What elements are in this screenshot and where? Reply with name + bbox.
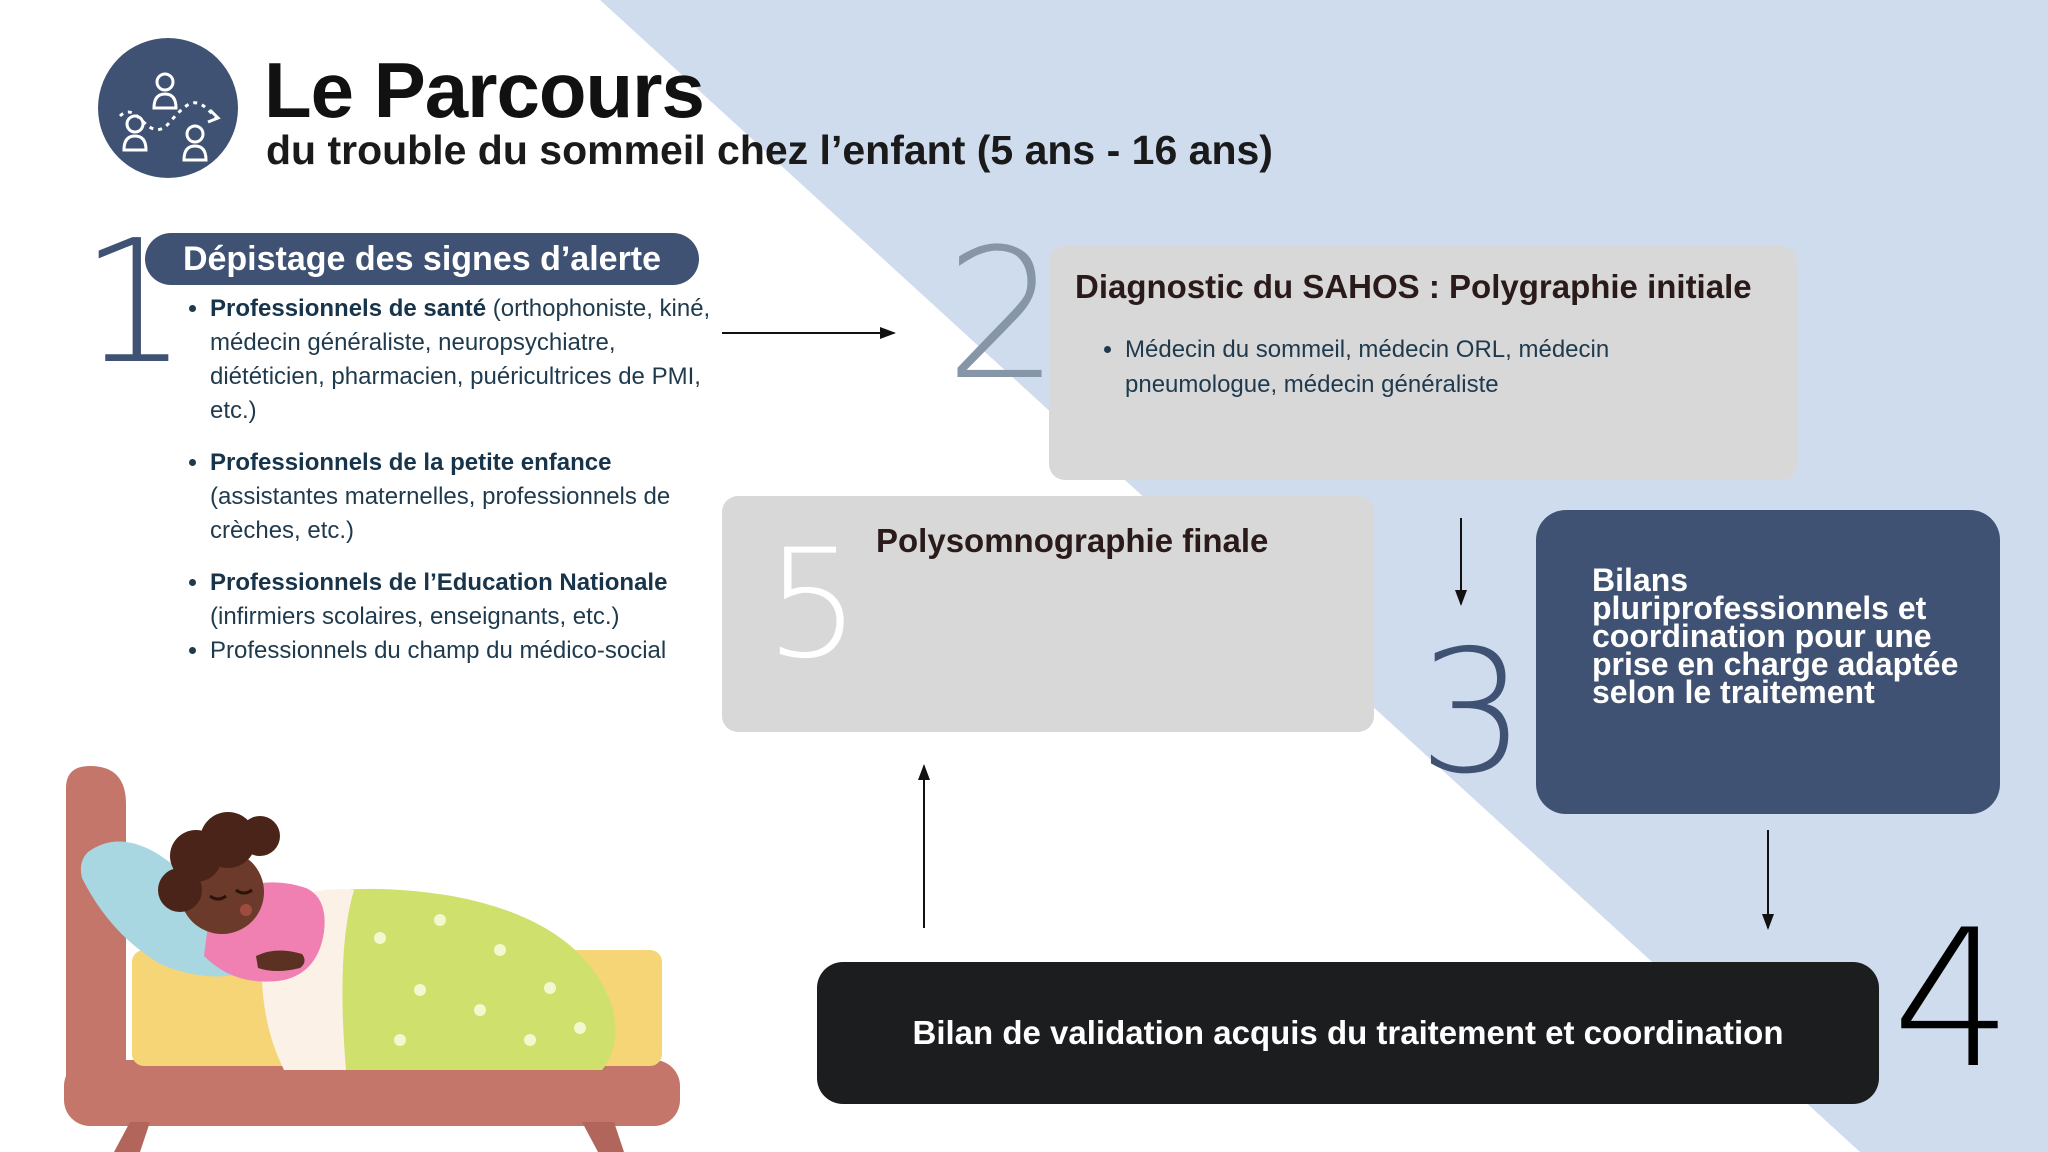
step-2-title: Diagnostic du SAHOS : Polygraphie initia… (1075, 268, 1752, 305)
step-4-box: Bilan de validation acquis du traitement… (817, 962, 1879, 1104)
list-item: Médecin du sommeil, médecin ORL, médecin… (1125, 332, 1645, 402)
step-4-number: 4 (1892, 889, 2013, 1110)
people-path-icon (118, 72, 221, 162)
sleeping-child-on-sofa-illustration (64, 766, 680, 1152)
step-1-title: Dépistage des signes d’alerte (145, 233, 699, 285)
logo-badge (98, 38, 238, 178)
step-5-title: Polysomnographie finale (876, 522, 1269, 559)
step-5-box: Polysomnographie finale (722, 496, 1374, 732)
page-title: Le Parcours (264, 46, 705, 134)
step-5-number: 5 (765, 518, 861, 692)
step-4-text: Bilan de validation acquis du traitement… (912, 1014, 1784, 1051)
step-2-box: Diagnostic du SAHOS : Polygraphie initia… (1049, 246, 1797, 480)
page-subtitle: du trouble du sommeil chez l’enfant (5 a… (266, 127, 1273, 173)
list-item: Professionnels du champ du médico-social (210, 634, 730, 668)
step-2-number: 2 (945, 211, 1060, 420)
list-item: Professionnels de la petite enfance (ass… (210, 446, 730, 548)
list-item: Professionnels de santé (orthophoniste, … (210, 292, 730, 428)
step-3-number: 3 (1418, 614, 1527, 812)
list-item: Professionnels de l’Education Nationale … (210, 566, 730, 634)
step-1-list: Professionnels de santé (orthophoniste, … (186, 292, 730, 668)
step-2-list: Médecin du sommeil, médecin ORL, médecin… (1101, 332, 1645, 402)
step-3-box: Bilans pluriprofessionnels et coordinati… (1536, 510, 2000, 814)
step-3-text: Bilans pluriprofessionnels et coordinati… (1592, 562, 1959, 710)
